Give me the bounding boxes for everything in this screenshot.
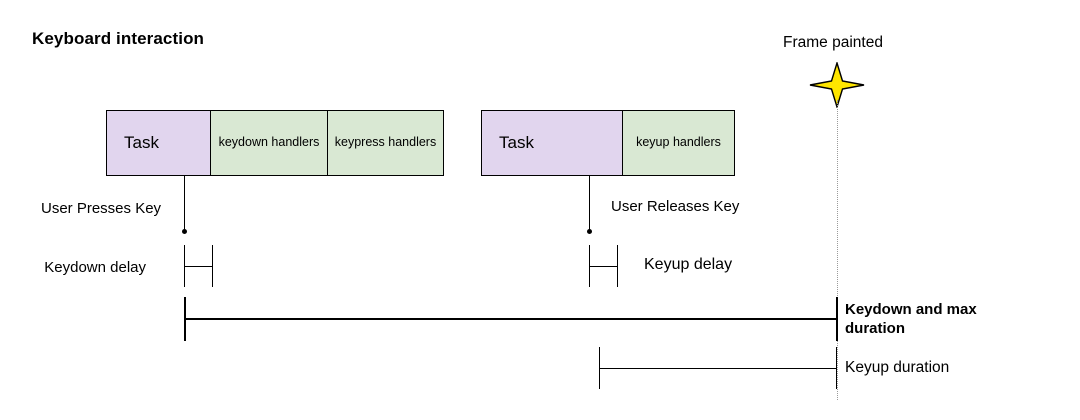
keydown-delay-tick-end: [212, 245, 213, 287]
keyup-handlers-box[interactable]: keyup handlers: [622, 110, 735, 176]
keyup-delay-label: Keyup delay: [644, 256, 733, 273]
diagram-title: Keyboard interaction: [32, 29, 205, 48]
frame-painted-label: Frame painted: [783, 34, 883, 51]
keydown-handlers-label: keydown handlers: [218, 135, 320, 150]
keyup-delay-span: [589, 266, 617, 267]
keydown-delay-label: Keydown delay: [44, 259, 146, 276]
keydown-max-duration-label: Keydown and max duration: [845, 301, 977, 338]
keydown-max-duration-span: [184, 318, 836, 320]
keydown-handlers-box[interactable]: keydown handlers: [210, 110, 328, 176]
task-box-2-label: Task: [499, 133, 534, 153]
keypress-handlers-box[interactable]: keypress handlers: [327, 110, 444, 176]
user-releases-key-leader: [589, 176, 590, 232]
task-box-1-label: Task: [124, 133, 159, 153]
keyup-duration-label: Keyup duration: [845, 359, 950, 376]
user-releases-key-endpoint: [586, 229, 592, 234]
task-box-1[interactable]: Task: [106, 110, 211, 176]
keydown-max-duration-tick-end: [836, 297, 838, 341]
keypress-handlers-label: keypress handlers: [334, 135, 437, 150]
user-presses-key-leader: [184, 176, 185, 232]
keyup-duration-span: [599, 368, 836, 369]
user-releases-key-label: User Releases Key: [611, 198, 740, 215]
user-presses-key-label: User Presses Key: [41, 200, 162, 217]
keydown-delay-span: [184, 266, 212, 267]
user-presses-key-endpoint: [181, 229, 187, 234]
task-box-2[interactable]: Task: [481, 110, 623, 176]
frame-paint-guide-line: [837, 100, 838, 400]
keyup-delay-tick-end: [617, 245, 618, 287]
keyup-handlers-label: keyup handlers: [636, 135, 721, 150]
keyup-duration-tick-end: [836, 347, 837, 389]
